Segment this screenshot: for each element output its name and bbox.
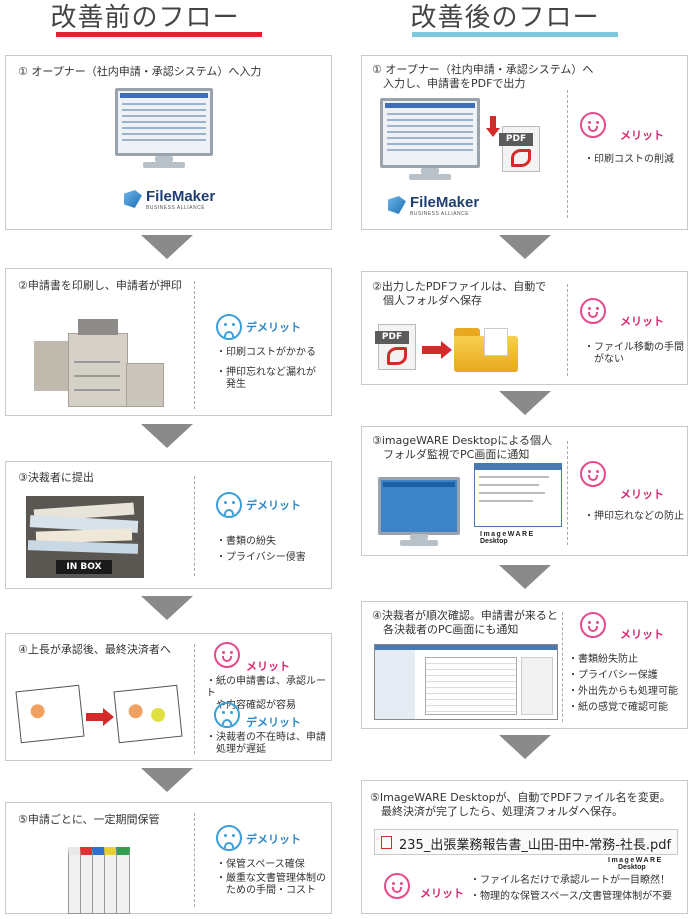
demerit-label: デメリット xyxy=(246,716,301,729)
before-step-2-box: ②申請書を印刷し、申請者が押印 デメリット ・印刷コストがかかる ・押印忘れなど… xyxy=(5,268,332,416)
merit-label: メリット xyxy=(620,488,664,501)
flow-arrow-icon xyxy=(499,235,551,259)
demerit-item: ・押印忘れなど漏れが 発生 xyxy=(216,367,316,390)
arrow-right-icon xyxy=(422,341,452,359)
merit-face-icon xyxy=(580,461,606,487)
before-step-5-text: ⑤申請ごとに、一定期間保管 xyxy=(18,813,160,826)
merit-item: ・紙の感覚で確認可能 xyxy=(568,702,668,713)
demerit-face-icon xyxy=(214,702,240,728)
document-icon xyxy=(15,684,85,744)
after-step-1-text: ① オープナー（社内申請・承認システム）へ 入力し、申請書をPDFで出力 xyxy=(372,63,594,90)
flow-arrow-icon xyxy=(141,424,193,448)
after-step-3-text: ③imageWARE Desktopによる個人 フォルダ監視でPC画面に通知 xyxy=(372,434,553,461)
flow-arrow-icon xyxy=(141,235,193,259)
merit-item: ・ファイル移動の手間 がない xyxy=(584,342,684,365)
pdf-filename-bar: 235_出張業務報告書_山田-田中-常務-社長.pdf xyxy=(374,829,678,855)
before-step-3-box: ③決裁者に提出 IN BOX デメリット ・書類の紛失 ・プライバシー侵害 xyxy=(5,461,332,589)
before-step-1-text: ① オープナー（社内申請・承認システム）へ入力 xyxy=(18,65,262,78)
flow-arrow-icon xyxy=(499,391,551,415)
demerit-item: ・プライバシー侵害 xyxy=(216,552,306,563)
merit-label: メリット xyxy=(620,315,664,328)
merit-label: メリット xyxy=(420,887,464,900)
pdf-icon: PDF xyxy=(375,324,416,370)
notification-window xyxy=(474,463,562,527)
merit-item: ・プライバシー保護 xyxy=(568,670,658,681)
demerit-face-icon xyxy=(216,825,242,851)
merit-label: メリット xyxy=(246,660,290,673)
demerit-face-icon xyxy=(216,492,242,518)
before-step-5-box: ⑤申請ごとに、一定期間保管 デメリット ・保管スペース確保 ・厳重な文書管理体制… xyxy=(5,802,332,914)
merit-item: ・ファイル名だけで承認ルートが一目瞭然！ xyxy=(470,875,670,886)
binder-icon xyxy=(68,847,138,914)
demerit-label: デメリット xyxy=(246,833,301,846)
merit-item: ・押印忘れなどの防止 xyxy=(584,511,684,522)
monitor-icon xyxy=(378,477,460,546)
filemaker-logo: FileMaker BUSINESS ALLIANCE xyxy=(124,188,234,214)
after-step-3-box: ③imageWARE Desktopによる個人 フォルダ監視でPC画面に通知 I… xyxy=(361,426,688,556)
after-step-1-box: ① オープナー（社内申請・承認システム）へ 入力し、申請書をPDFで出力 PDF… xyxy=(361,55,688,230)
flow-arrow-icon xyxy=(141,768,193,792)
after-step-5-text: ⑤ImageWARE Desktopが、自動でPDFファイル名を変更。 最終決済… xyxy=(370,791,671,818)
document-icon xyxy=(113,684,183,744)
before-step-1-box: ① オープナー（社内申請・承認システム）へ入力 FileMaker BUSINE… xyxy=(5,55,332,230)
after-title: 改善後のフロー xyxy=(410,3,600,33)
before-step-3-text: ③決裁者に提出 xyxy=(18,471,94,484)
before-step-2-text: ②申請書を印刷し、申請者が押印 xyxy=(18,279,182,292)
merit-item: ・物理的な保管スペース/文書管理体制が不要 xyxy=(470,891,673,902)
demerit-item: ・書類の紛失 xyxy=(216,536,276,547)
printer-icon xyxy=(24,313,164,409)
merit-face-icon xyxy=(580,612,606,638)
merit-face-icon xyxy=(580,298,606,324)
before-title: 改善前のフロー xyxy=(50,3,240,33)
after-step-5-box: ⑤ImageWARE Desktopが、自動でPDFファイル名を変更。 最終決済… xyxy=(361,780,688,914)
merit-item: ・書類紛失防止 xyxy=(568,654,638,665)
after-title-underline xyxy=(412,32,618,37)
imageware-logo: ImageWARE Desktop xyxy=(480,531,535,545)
flow-arrow-icon xyxy=(499,565,551,589)
demerit-item: ・厳重な文書管理体制の ための手間・コスト xyxy=(216,873,326,896)
after-step-2-box: ②出力したPDFファイルは、自動で 個人フォルダへ保存 PDF メリット ・ファ… xyxy=(361,271,688,385)
filemaker-logo: FileMaker BUSINESS ALLIANCE xyxy=(388,194,498,220)
demerit-item: ・印刷コストがかかる xyxy=(216,347,316,358)
merit-item: ・紙の申請書は、承認ルート や内容確認が容易 xyxy=(206,676,326,711)
merit-item: ・外出先からも処理可能 xyxy=(568,686,678,697)
demerit-item: ・決裁者の不在時は、申請 処理が遅延 xyxy=(206,732,326,755)
after-step-2-text: ②出力したPDFファイルは、自動で 個人フォルダへ保存 xyxy=(372,280,547,307)
after-step-4-box: ④決裁者が順次確認。申請書が来ると 各決裁者のPC画面にも通知 メリット ・書類… xyxy=(361,601,688,729)
pdf-filename: 235_出張業務報告書_山田-田中-常務-社長.pdf xyxy=(399,838,672,853)
merit-label: メリット xyxy=(620,129,664,142)
pdf-icon: PDF xyxy=(499,126,540,172)
imageware-logo: ImageWARE Desktop xyxy=(608,857,663,871)
folder-icon xyxy=(454,328,518,372)
arrow-right-icon xyxy=(86,708,114,726)
demerit-face-icon xyxy=(216,314,242,340)
monitor-icon xyxy=(115,88,213,170)
paper-pile-image: IN BOX xyxy=(26,496,144,578)
after-step-4-text: ④決裁者が順次確認。申請書が来ると 各決裁者のPC画面にも通知 xyxy=(372,609,558,636)
demerit-label: デメリット xyxy=(246,499,301,512)
merit-face-icon xyxy=(384,873,410,899)
before-title-underline xyxy=(56,32,262,37)
merit-face-icon xyxy=(580,112,606,138)
app-window-screenshot xyxy=(374,644,558,720)
merit-label: メリット xyxy=(620,628,664,641)
demerit-item: ・保管スペース確保 xyxy=(216,859,305,870)
flow-arrow-icon xyxy=(499,735,551,759)
flow-arrow-icon xyxy=(141,596,193,620)
pdf-file-icon xyxy=(381,836,392,849)
arrow-down-icon xyxy=(490,116,496,130)
demerit-label: デメリット xyxy=(246,321,301,334)
merit-face-icon xyxy=(214,642,240,668)
before-step-4-text: ④上長が承認後、最終決済者へ xyxy=(18,643,171,656)
before-step-4-box: ④上長が承認後、最終決済者へ メリット ・紙の申請書は、承認ルート や内容確認が… xyxy=(5,633,332,761)
merit-item: ・印刷コストの削減 xyxy=(584,154,674,165)
monitor-icon xyxy=(380,98,480,182)
